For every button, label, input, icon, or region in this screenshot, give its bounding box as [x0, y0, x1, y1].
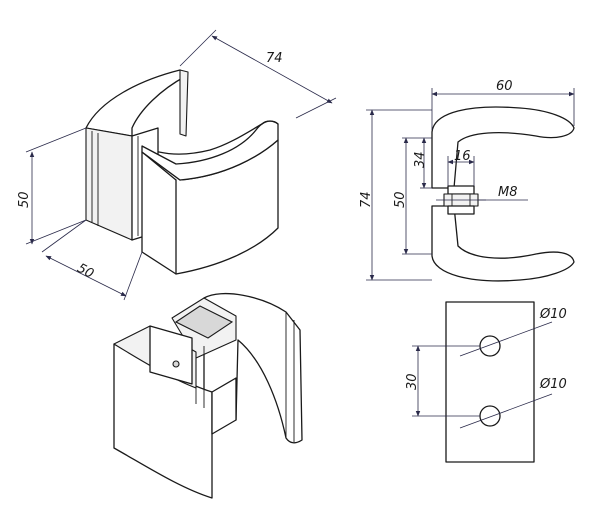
side-upper-arm — [431, 106, 575, 189]
plate-view: Ø10 Ø10 30 — [405, 301, 567, 463]
dim-side-inner: 50 — [393, 137, 432, 255]
label-50-iso-height: 50 — [17, 191, 32, 208]
dim-iso-height: 50 — [17, 127, 87, 245]
label-d10-lower: Ø10 — [539, 377, 567, 392]
dim-side-total: 74 — [359, 109, 432, 281]
dim-side-width: 60 — [431, 79, 575, 130]
dim-iso-depth: 50 — [41, 219, 143, 301]
label-50-side: 50 — [393, 191, 408, 208]
label-60: 60 — [496, 79, 513, 94]
dim-iso-length: 74 — [179, 29, 337, 119]
label-d10-upper: Ø10 — [539, 307, 567, 322]
label-74-iso: 74 — [266, 51, 283, 66]
side-lower-arm — [431, 205, 575, 282]
dim-plate-hole-lower: Ø10 — [459, 377, 567, 429]
plate-hole-upper — [479, 335, 501, 357]
mounting-plate — [445, 301, 535, 463]
dim-plate-hole-upper: Ø10 — [459, 307, 567, 357]
dim-side-thread: M8 — [436, 185, 528, 201]
side-view: 60 74 50 34 16 — [359, 79, 575, 282]
label-34: 34 — [413, 151, 428, 168]
iso-left-block — [85, 127, 133, 241]
isometric-view-bottom — [113, 292, 303, 499]
label-50-iso-depth: 50 — [74, 261, 96, 282]
label-30: 30 — [405, 373, 420, 390]
isometric-view-top: 74 50 50 — [17, 29, 337, 301]
label-16: 16 — [454, 149, 471, 164]
label-m8: M8 — [498, 185, 518, 200]
label-74-side: 74 — [359, 191, 374, 208]
dim-plate-spacing: 30 — [405, 345, 480, 417]
plate-hole-lower — [479, 405, 501, 427]
dim-side-upper: 34 — [413, 137, 432, 189]
dim-side-boss: 16 — [447, 149, 475, 186]
iso-top-back-handle — [85, 69, 187, 137]
